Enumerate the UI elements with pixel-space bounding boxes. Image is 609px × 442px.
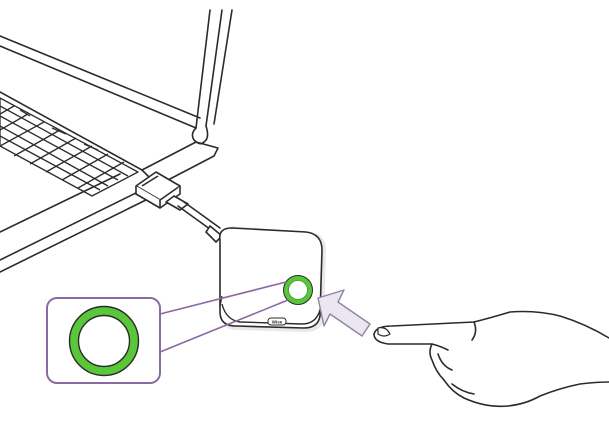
laptop-hinge-3 bbox=[214, 10, 232, 124]
laptop-screen-edge bbox=[0, 36, 200, 118]
press-arrow bbox=[318, 290, 370, 336]
callout-box bbox=[47, 298, 160, 383]
pointing-hand bbox=[374, 312, 609, 407]
dongle-logo-text: Wise bbox=[272, 320, 283, 325]
usb-connector bbox=[136, 172, 188, 210]
laptop bbox=[0, 10, 232, 272]
usb-cable bbox=[178, 202, 222, 242]
hand-outline bbox=[374, 312, 609, 407]
laptop-base-bottom-2 bbox=[0, 196, 154, 272]
laptop-keyboard bbox=[0, 98, 138, 196]
laptop-hinge-curl bbox=[192, 126, 207, 144]
callout-button-ring bbox=[74, 311, 134, 371]
dongle-device: Wise bbox=[220, 226, 326, 332]
dongle-button-ring bbox=[286, 278, 310, 302]
press-arrow-shape bbox=[318, 290, 370, 336]
laptop-base-bottom bbox=[0, 186, 150, 260]
